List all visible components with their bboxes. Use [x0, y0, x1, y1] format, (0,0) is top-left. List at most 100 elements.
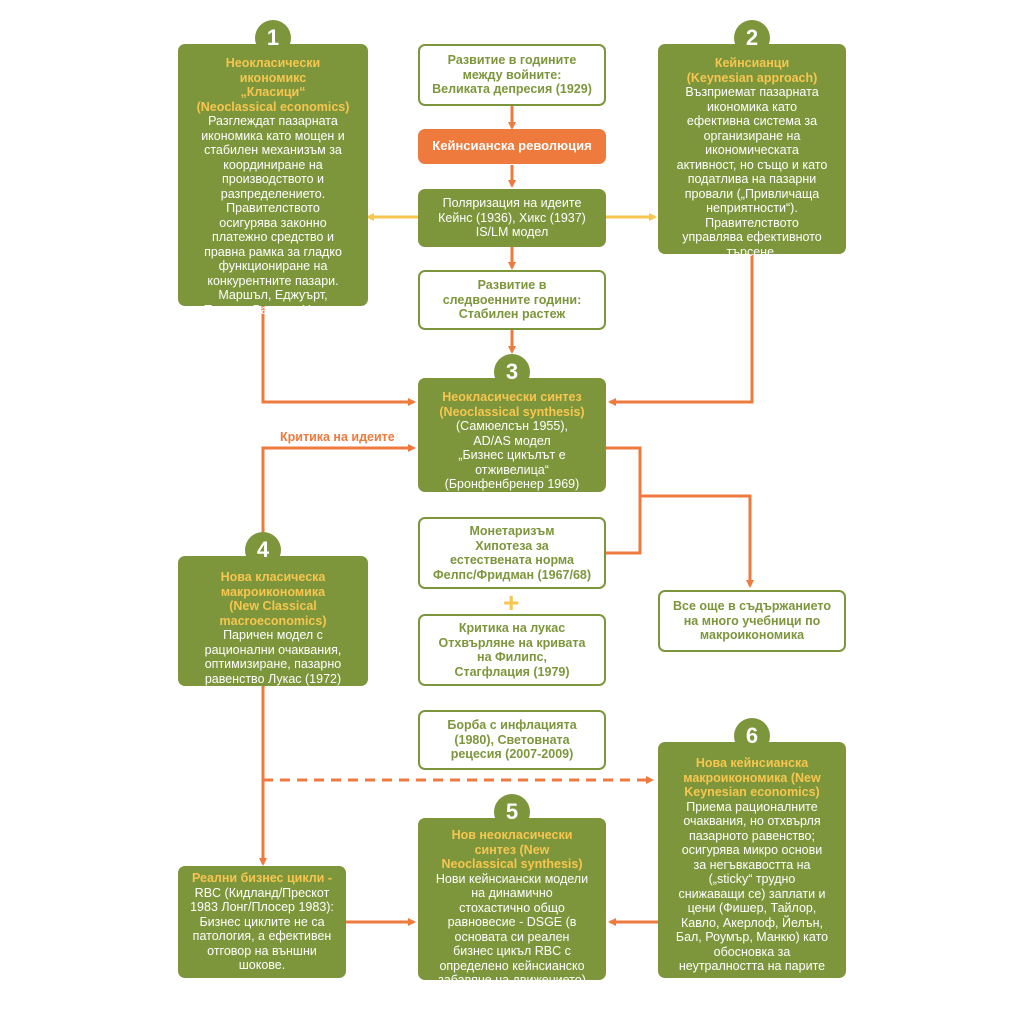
text-line: икономика като мощен и: [201, 128, 345, 143]
text-line: Нов неокласически: [451, 828, 573, 842]
text-line: Неокласически синтез: [442, 390, 582, 404]
text-line: за негъвкавостта на: [693, 857, 811, 872]
text-line: Neoclassical synthesis): [441, 857, 583, 871]
number-badge-4: 4: [245, 532, 281, 568]
text-line: „Класици“: [240, 85, 306, 99]
text-line: Нова класическа: [220, 570, 326, 584]
box-real-business-cycles: Реални бизнес цикли - RBC (Кидланд/Преск…: [178, 866, 346, 978]
text-line: разпределението.: [220, 186, 326, 201]
text-line: Keynesian economics): [684, 785, 820, 799]
text-line: отживелица“: [475, 462, 549, 477]
text-line: Стабилен растеж: [458, 307, 566, 322]
text-line: („sticky“ трудно: [708, 872, 796, 886]
text-line: в краткосрочен план: [692, 973, 812, 988]
text-line: макроикономика: [699, 628, 805, 643]
text-line: рационални очаквания,: [204, 642, 342, 657]
box-keynesians: Кейнсианци(Keynesian approach) Възприема…: [658, 44, 846, 259]
text-line: бизнес цикъл RBC с: [453, 944, 571, 958]
text-line: macroeconomics): [219, 613, 327, 628]
text-line: макроикономика: [220, 584, 326, 599]
number-badge-1: 1: [255, 20, 291, 56]
text-line: Монетаризъм: [469, 524, 555, 538]
text-line: очаквания, но отхвърля: [683, 814, 821, 828]
text-line: пазарното равенство;: [689, 828, 815, 843]
text-line: (Самюелсън 1955),: [456, 419, 568, 433]
text-line: цени (Фишер, Тайлор,: [687, 901, 817, 915]
text-line: Кейнс (1936), Хикс (1937): [438, 210, 586, 225]
arrow-critique: [261, 444, 416, 534]
text-line: Нова кейнсианска: [695, 756, 809, 770]
text-line: Хипотеза за: [475, 538, 549, 553]
text-line: на Филипс,: [477, 650, 547, 664]
text-line: (New Classical: [229, 599, 317, 613]
box-neoclassical-synthesis-heading: Неокласически синтез(Neoclassical synthe…: [439, 390, 584, 419]
text-line: Маршъл, Еджуърт,: [218, 288, 328, 302]
text-line: основата си реален: [454, 929, 570, 944]
number-badge-3: 3: [494, 354, 530, 390]
text-line: Поляризация на идеите: [442, 196, 582, 211]
text-line: производството и: [221, 172, 324, 186]
text-line: (Keynesian approach): [686, 70, 818, 85]
text-line: стабилен механизъм за: [204, 143, 342, 157]
text-line: шокове.: [238, 958, 286, 973]
text-line: Разглеждат пазарната: [208, 114, 338, 128]
text-line: Неокласически: [225, 56, 321, 70]
text-line: следвоенните години:: [442, 292, 582, 307]
text-line: неприятности“).: [706, 201, 798, 215]
text-line: Борба с инфлацията: [447, 718, 577, 733]
number-badge-5: 5: [494, 794, 530, 830]
text-line: Фелпс/Фридман (1967/68): [432, 567, 592, 582]
text-line: Правителството: [226, 201, 320, 215]
text-line: патология, а ефективен: [192, 929, 332, 944]
text-line: координиране на: [223, 157, 323, 172]
text-line: между войните:: [462, 67, 562, 82]
text-line: стохастично общо: [459, 900, 565, 915]
text-line: Правителството: [705, 215, 799, 230]
text-line: конкурентните пазари.: [207, 273, 339, 288]
text-line: Развитие в годините: [447, 53, 577, 68]
text-line: определено кейнсианско: [439, 958, 585, 973]
text-line: организиране на: [703, 128, 801, 143]
number-badge-6: 6: [734, 718, 770, 754]
text-line: „Бизнес цикълът е: [458, 448, 566, 462]
text-line: правна рамка за гладко: [204, 244, 342, 259]
text-line: Възприемат пазарната: [685, 85, 819, 99]
arrow-keynesians-synthesis: [608, 254, 754, 406]
box-keynesian-revolution: Кейнсианска революция: [418, 129, 606, 164]
box-neoclassical-synthesis-body: (Самюелсън 1955),AD/AS модел„Бизнес цикъ…: [445, 419, 580, 492]
text-line: икономика като: [706, 99, 798, 114]
text-line: обосновка за: [713, 944, 791, 959]
text-line: Паричен модел с: [223, 628, 323, 642]
text-line: на динамично: [471, 886, 553, 900]
text-line: забавяне на движението): [438, 973, 586, 987]
text-line: осигурява законно: [219, 215, 327, 230]
text-line: оптимизиране, пазарно: [204, 657, 342, 671]
text-line: снижаващи се) заплати и: [678, 886, 826, 901]
number-badge-2: 2: [734, 20, 770, 56]
text-line: рецесия (2007-2009): [450, 747, 574, 762]
text-line: (1980), Световната: [454, 732, 570, 747]
box-rbc-heading: Реални бизнес цикли -: [192, 871, 332, 886]
text-line: управлява ефективното: [682, 230, 822, 244]
text-line: Бал, Роумър, Манкю) като: [675, 930, 829, 944]
text-line: платежно средство и: [212, 230, 334, 244]
text-line: на много учебници по: [683, 613, 821, 628]
text-line: Парето, Валрас, Уиксел: [203, 302, 343, 317]
text-line: равенство Лукас (1972): [204, 671, 342, 686]
arrow-monetarism-loop: [606, 446, 642, 555]
text-line: (Neoclassical economics): [196, 99, 350, 114]
text-line: Отхвърляне на кривата: [438, 635, 586, 650]
text-line: (Бронфенбренер 1969): [444, 477, 580, 491]
text-line: Стагфлация (1979): [454, 664, 570, 679]
